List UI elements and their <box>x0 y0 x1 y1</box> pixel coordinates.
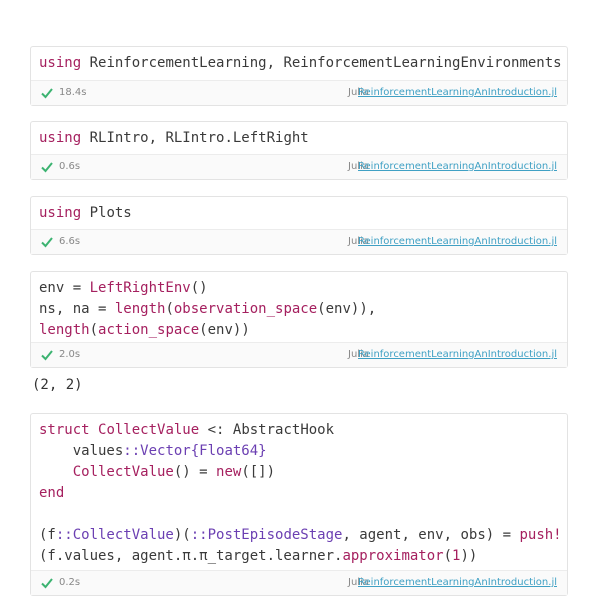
execution-time: 0.2s <box>59 577 81 588</box>
notebook-link[interactable]: ReinforcementLearningAnIntroduction.jl <box>358 577 557 588</box>
code-editor[interactable]: using Plots <box>31 197 567 224</box>
code-line: ns, na = length(observation_space(env)), <box>39 299 559 320</box>
code-token: (f.values, agent.π.π_target.learner. <box>39 548 343 564</box>
language-label: Julia <box>348 349 369 360</box>
code-token: ns, na = <box>39 301 115 317</box>
code-token: ( <box>165 301 174 317</box>
code-line: using RLIntro, RLIntro.LeftRight <box>39 128 559 149</box>
code-token: using <box>39 130 82 146</box>
cell-status-bar: 6.6s Julia ReinforcementLearningAnIntrod… <box>31 229 567 254</box>
execution-time: 2.0s <box>59 349 81 360</box>
check-icon <box>41 237 53 248</box>
code-token: (env)), <box>317 301 377 317</box>
code-token: length <box>39 322 90 338</box>
code-line: CollectValue() = new([]) <box>39 462 559 483</box>
code-token: using <box>39 55 82 71</box>
notebook-link[interactable]: ReinforcementLearningAnIntroduction.jl <box>358 349 557 360</box>
code-token: env = <box>39 280 90 296</box>
check-icon <box>41 578 53 589</box>
code-token: values <box>39 443 124 459</box>
code-token <box>90 422 98 438</box>
code-token: ( <box>89 322 99 338</box>
code-token: 1 <box>452 548 461 564</box>
code-token: length <box>114 301 166 317</box>
code-token: <: AbstractHook <box>199 422 335 438</box>
code-token: ReinforcementLearning, ReinforcementLear… <box>81 55 562 71</box>
code-token: ::PostEpisodeStage <box>190 527 343 543</box>
notebook-link[interactable]: ReinforcementLearningAnIntroduction.jl <box>358 236 557 247</box>
cell-status-bar: 0.2s Julia ReinforcementLearningAnIntrod… <box>31 570 567 595</box>
code-token: )( <box>173 527 191 543</box>
language-label: Julia <box>348 577 369 588</box>
code-token: approximator <box>342 548 444 564</box>
code-token: Plots <box>81 205 132 221</box>
code-line: env = LeftRightEnv() <box>39 278 559 299</box>
code-token: observation_space <box>173 301 318 317</box>
code-cell-1[interactable]: using ReinforcementLearning, Reinforceme… <box>30 46 568 106</box>
code-line: (f::CollectValue)(::PostEpisodeStage, ag… <box>39 525 562 546</box>
code-cell-3[interactable]: using Plots 6.6s Julia ReinforcementLear… <box>30 196 568 255</box>
code-token: struct <box>39 422 90 438</box>
language-label: Julia <box>348 161 369 172</box>
code-token: RLIntro, RLIntro.LeftRight <box>81 130 309 146</box>
code-token: () = <box>173 464 217 480</box>
code-token: ::CollectValue <box>55 527 174 543</box>
notebook-link[interactable]: ReinforcementLearningAnIntroduction.jl <box>358 161 557 172</box>
code-editor[interactable]: env = LeftRightEnv()ns, na = length(obse… <box>31 272 567 341</box>
code-line: length(action_space(env)) <box>39 320 559 341</box>
code-editor[interactable]: using ReinforcementLearning, Reinforceme… <box>31 47 567 74</box>
code-line: using ReinforcementLearning, Reinforceme… <box>39 53 562 74</box>
code-line: using Plots <box>39 203 559 224</box>
code-token: ([]) <box>241 464 276 480</box>
language-label: Julia <box>348 87 369 98</box>
cell-output: (2, 2) <box>32 377 83 393</box>
check-icon <box>41 350 53 361</box>
code-token: (f <box>39 527 56 543</box>
code-cell-2[interactable]: using RLIntro, RLIntro.LeftRight 0.6s Ju… <box>30 121 568 180</box>
code-token: () <box>190 280 208 296</box>
code-line: end <box>39 483 559 504</box>
cell-status-bar: 0.6s Julia ReinforcementLearningAnIntrod… <box>31 154 567 179</box>
code-token: end <box>39 485 65 501</box>
execution-time: 6.6s <box>59 236 81 247</box>
code-cell-4[interactable]: env = LeftRightEnv()ns, na = length(obse… <box>30 271 568 368</box>
code-token: , agent, env, obs) = <box>342 527 520 543</box>
code-token: )) <box>460 548 478 564</box>
check-icon <box>41 162 53 173</box>
code-token <box>39 464 73 480</box>
code-token: (env)) <box>199 322 250 338</box>
code-line <box>39 504 559 525</box>
code-line: values::Vector{Float64} <box>39 441 559 462</box>
code-line: struct CollectValue <: AbstractHook <box>39 420 559 441</box>
code-token: CollectValue <box>98 422 200 438</box>
check-icon <box>41 88 53 99</box>
execution-time: 0.6s <box>59 161 81 172</box>
code-token: LeftRightEnv <box>89 280 191 296</box>
code-editor[interactable]: struct CollectValue <: AbstractHook valu… <box>31 414 567 567</box>
execution-time: 18.4s <box>59 87 87 98</box>
code-token: new <box>216 464 242 480</box>
code-token: CollectValue <box>72 464 174 480</box>
code-cell-5[interactable]: struct CollectValue <: AbstractHook valu… <box>30 413 568 596</box>
cell-status-bar: 2.0s Julia ReinforcementLearningAnIntrod… <box>31 342 567 367</box>
code-token: ( <box>443 548 453 564</box>
code-line: (f.values, agent.π.π_target.learner.appr… <box>39 546 559 567</box>
code-token: push! <box>519 527 562 543</box>
code-token: using <box>39 205 82 221</box>
language-label: Julia <box>348 236 369 247</box>
code-token: action_space <box>98 322 200 338</box>
code-token: ::Vector{Float64} <box>123 443 267 459</box>
code-editor[interactable]: using RLIntro, RLIntro.LeftRight <box>31 122 567 149</box>
notebook-link[interactable]: ReinforcementLearningAnIntroduction.jl <box>358 87 557 98</box>
cell-status-bar: 18.4s Julia ReinforcementLearningAnIntro… <box>31 80 567 105</box>
